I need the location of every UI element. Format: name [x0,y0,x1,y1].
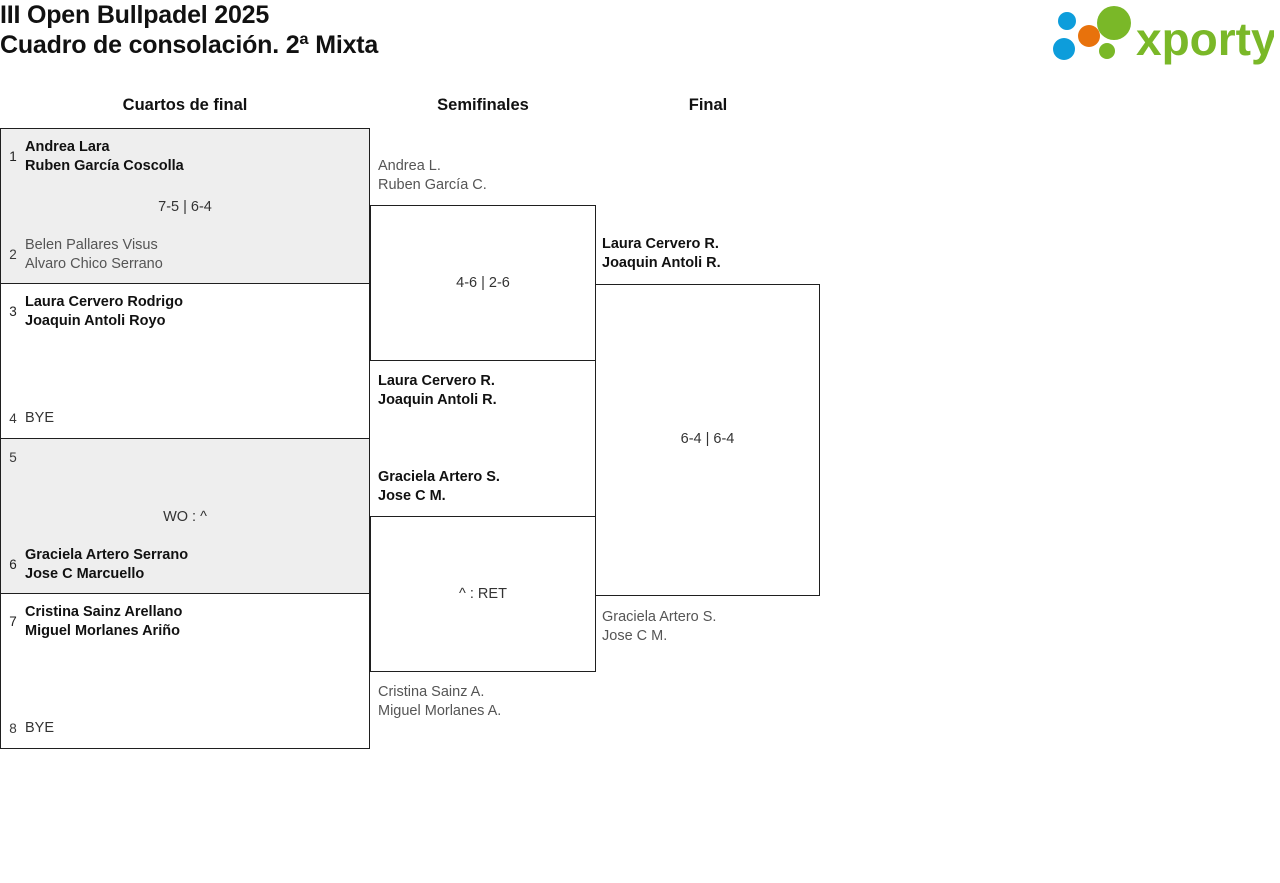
team-names: Cristina Sainz Arellano Miguel Morlanes … [25,603,182,640]
page-title: III Open Bullpadel 2025 Cuadro de consol… [0,0,900,60]
player-name-2: Jose C Marcuello [25,565,145,582]
player-name-2: Joaquin Antoli R. [602,254,721,271]
player-name-2: Alvaro Chico Serrano [25,255,163,272]
team-names: Belen Pallares Visus Alvaro Chico Serran… [25,236,163,273]
match-slot-bottom[interactable]: 8 BYE [1,719,369,738]
match-quarterfinal-3[interactable]: 5 WO : ^ 6 Graciela Artero Serrano Jose … [0,438,370,594]
player-name-1: Cristina Sainz Arellano [25,604,183,620]
seed-number: 4 [9,411,17,426]
match-slot-top[interactable]: Andrea L. Ruben García C. [371,157,595,194]
player-name-2: Miguel Morlanes A. [378,702,502,719]
seed-number: 2 [9,247,17,262]
player-name-2: Miguel Morlanes Ariño [25,622,180,639]
team-names: Laura Cervero R. Joaquin Antoli R. [371,372,497,409]
bye-label: BYE [25,410,55,426]
match-semifinal-2[interactable]: Graciela Artero S. Jose C M. ^ : RET Cri… [370,469,596,719]
round-header-quarterfinals: Cuartos de final [122,96,248,114]
match-semifinal-1[interactable]: Andrea L. Ruben García C. 4-6 | 2-6 Laur… [370,158,596,408]
team-names: Laura Cervero Rodrigo Joaquin Antoli Roy… [25,293,183,330]
match-quarterfinal-1[interactable]: 1 Andrea Lara Ruben García Coscolla 7-5 … [0,128,370,284]
xporty-logo-svg: xporty [1053,6,1274,65]
bye-label: BYE [25,720,55,736]
match-quarterfinal-4[interactable]: 7 Cristina Sainz Arellano Miguel Morlane… [0,593,370,749]
tournament-name: III Open Bullpadel 2025 [0,1,270,29]
match-score: ^ : RET [459,586,507,602]
player-name-1: Cristina Sainz A. [378,684,485,700]
team-names: Graciela Artero S. Jose C M. [371,468,500,505]
player-name-1: Graciela Artero S. [602,609,717,625]
round-header-semifinals: Semifinales [437,96,529,114]
seed-number: 6 [9,557,17,572]
match-score: WO : ^ [163,509,207,525]
match-slot-bottom[interactable]: 2 Belen Pallares Visus Alvaro Chico Serr… [1,236,369,273]
player-name-1: Belen Pallares Visus [25,237,158,253]
match-slot-bottom[interactable]: 6 Graciela Artero Serrano Jose C Marcuel… [1,546,369,583]
player-name-1: Laura Cervero R. [378,373,495,389]
logo-dot-blue-top [1058,12,1076,30]
player-name-1: Andrea Lara [25,139,110,155]
seed-number: 1 [9,149,17,164]
player-name-1: Andrea L. [378,158,441,174]
match-slot-top[interactable]: Laura Cervero R. Joaquin Antoli R. [596,235,819,272]
player-name-2: Jose C M. [378,487,446,504]
xporty-logo: xporty [1044,5,1274,69]
match-slot-top[interactable]: 3 Laura Cervero Rodrigo Joaquin Antoli R… [1,293,369,330]
match-slot-bottom[interactable]: Laura Cervero R. Joaquin Antoli R. [371,372,595,409]
draw-name: Cuadro de consolación. 2ª Mixta [0,31,379,59]
team-names: Andrea L. Ruben García C. [371,157,487,194]
logo-dot-blue-bottom [1053,38,1075,60]
player-name-1: Graciela Artero S. [378,469,500,485]
round-header-final: Final [688,96,728,114]
bracket: 1 Andrea Lara Ruben García Coscolla 7-5 … [0,128,830,758]
match-quarterfinal-2[interactable]: 3 Laura Cervero Rodrigo Joaquin Antoli R… [0,283,370,439]
logo-dot-green-small [1099,43,1115,59]
team-names: Graciela Artero S. Jose C M. [596,608,716,645]
player-name-2: Joaquin Antoli Royo [25,312,166,329]
seed-number: 8 [9,721,17,736]
logo-wordmark: xporty [1136,13,1274,65]
match-slot-top[interactable]: 5 [1,448,369,467]
player-name-1: Laura Cervero R. [602,236,719,252]
match-score: 7-5 | 6-4 [158,199,212,215]
player-name-1: Graciela Artero Serrano [25,547,189,563]
team-names: Graciela Artero Serrano Jose C Marcuello [25,546,188,583]
match-slot-bottom[interactable]: Graciela Artero S. Jose C M. [596,608,819,645]
player-name-1: Laura Cervero Rodrigo [25,294,183,310]
match-slot-top[interactable]: 1 Andrea Lara Ruben García Coscolla [1,138,369,175]
team-names: Andrea Lara Ruben García Coscolla [25,138,184,175]
seed-number: 5 [9,450,17,465]
match-final[interactable]: Laura Cervero R. Joaquin Antoli R. 6-4 |… [595,236,820,644]
match-score: 6-4 | 6-4 [680,431,735,447]
match-score: 4-6 | 2-6 [456,275,510,291]
seed-number: 3 [9,304,17,319]
player-name-2: Ruben García Coscolla [25,157,184,174]
player-name-2: Ruben García C. [378,176,487,193]
match-slot-top[interactable]: Graciela Artero S. Jose C M. [371,468,595,505]
logo-dot-green-large [1097,6,1131,40]
player-name-2: Joaquin Antoli R. [378,391,497,408]
match-slot-bottom[interactable]: Cristina Sainz A. Miguel Morlanes A. [371,683,595,720]
player-name-2: Jose C M. [602,627,668,644]
match-slot-top[interactable]: 7 Cristina Sainz Arellano Miguel Morlane… [1,603,369,640]
match-slot-bottom[interactable]: 4 BYE [1,409,369,428]
team-names: Cristina Sainz A. Miguel Morlanes A. [371,683,501,720]
seed-number: 7 [9,614,17,629]
logo-dot-orange [1078,25,1100,47]
team-names: Laura Cervero R. Joaquin Antoli R. [596,235,721,272]
